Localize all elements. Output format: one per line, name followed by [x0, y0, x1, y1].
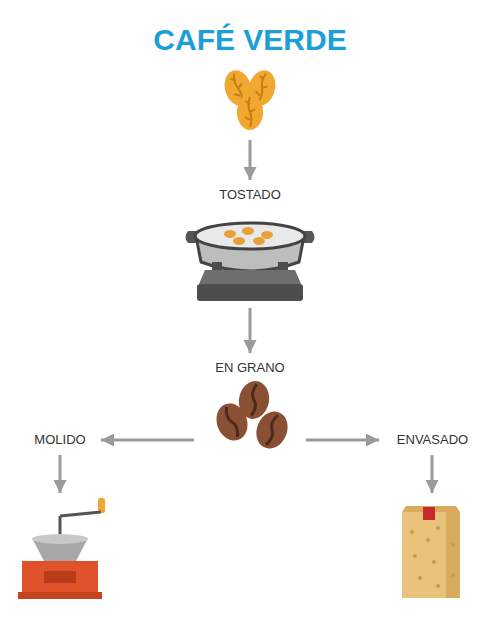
bag-dot	[436, 526, 440, 530]
roasting-bean	[242, 227, 254, 235]
stove-leg	[212, 262, 222, 270]
grinder-handle	[60, 512, 101, 516]
bag-dot	[436, 584, 440, 588]
grinder-box	[22, 561, 98, 593]
bag-dot	[410, 530, 414, 534]
connectors	[101, 140, 379, 440]
bag-dot	[413, 554, 417, 558]
bean-crease	[245, 97, 255, 127]
bag-dot	[426, 538, 430, 542]
down-arrow	[431, 455, 434, 493]
bag-body	[402, 512, 460, 598]
bag-dot	[451, 543, 455, 547]
stove-base	[197, 284, 303, 301]
flow-arrow	[249, 308, 252, 353]
step-label: ENVASADO	[385, 431, 480, 449]
roasting-bean	[261, 231, 273, 239]
step-label: MOLIDO	[25, 431, 95, 449]
grinder-drawer	[44, 571, 76, 583]
roasted-bean	[251, 407, 293, 453]
heading-text: CAFÉ VERDE	[140, 22, 360, 58]
stove-leg	[278, 262, 288, 270]
down-arrow	[59, 455, 62, 493]
bag-dot	[432, 560, 436, 564]
bean-crease	[249, 384, 259, 416]
green-bean	[237, 94, 263, 130]
grinder-base	[18, 592, 102, 599]
step-label: TOSTADO	[180, 186, 320, 204]
bean-body	[237, 94, 263, 130]
bag-side	[446, 512, 460, 598]
stove-top	[199, 270, 301, 284]
step-label: EN GRANO	[200, 359, 300, 377]
flow-arrow	[306, 439, 379, 442]
process-node: EN GRANO	[200, 359, 300, 454]
result-node: MOLIDO	[25, 431, 95, 449]
result-node: ENVASADO	[385, 431, 480, 449]
roasting-bean	[224, 230, 236, 238]
roasting-bean	[233, 237, 245, 245]
bean-crease	[264, 414, 281, 446]
flow-arrow	[249, 140, 252, 180]
bag-seal	[423, 507, 435, 520]
flow-arrow	[101, 439, 194, 442]
process-node: TOSTADO	[180, 186, 320, 302]
bean-body	[251, 407, 293, 453]
roasting-bean	[253, 237, 265, 245]
bag-dot	[418, 576, 422, 580]
pan-rim	[195, 223, 305, 249]
grinder-plate	[32, 534, 88, 544]
start-node: CAFÉ VERDE	[140, 22, 360, 134]
bag-dot	[451, 573, 455, 577]
bean-crease	[224, 406, 240, 438]
